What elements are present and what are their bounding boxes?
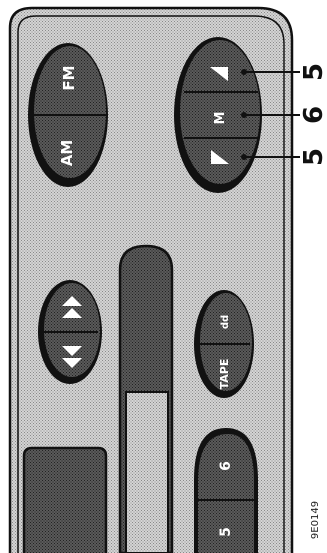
am-label: AM <box>58 140 76 167</box>
preset-5-6-rocker-button[interactable]: 6 5 <box>194 428 258 553</box>
callouts: 5 6 5 <box>241 63 327 166</box>
fast-forward-icon <box>62 296 82 318</box>
ffwd-rewind-rocker-button[interactable] <box>38 280 102 384</box>
preset-5-label: 5 <box>218 527 234 537</box>
callout-seek-up: 5 <box>299 63 327 81</box>
callout-seek-down: 5 <box>299 148 327 166</box>
figure-reference: 9E0149 <box>310 501 321 539</box>
seek-down-arrow-icon <box>211 150 229 164</box>
cassette-slot <box>118 244 174 553</box>
am-fm-rocker-button[interactable]: AM FM <box>28 43 108 187</box>
tape-button[interactable]: TAPE dd <box>194 290 254 398</box>
m-label: M <box>213 112 228 125</box>
seek-mode-rocker-button[interactable]: M <box>174 37 262 193</box>
fm-label: FM <box>60 65 78 90</box>
rewind-icon <box>62 346 82 368</box>
seek-up-arrow-icon <box>210 67 228 81</box>
preset-6-label: 6 <box>218 461 234 471</box>
callout-mode: 6 <box>299 106 327 124</box>
display-square-button[interactable] <box>22 446 108 553</box>
tape-label: TAPE <box>218 359 231 390</box>
tape-label-suffix: dd <box>220 315 231 329</box>
